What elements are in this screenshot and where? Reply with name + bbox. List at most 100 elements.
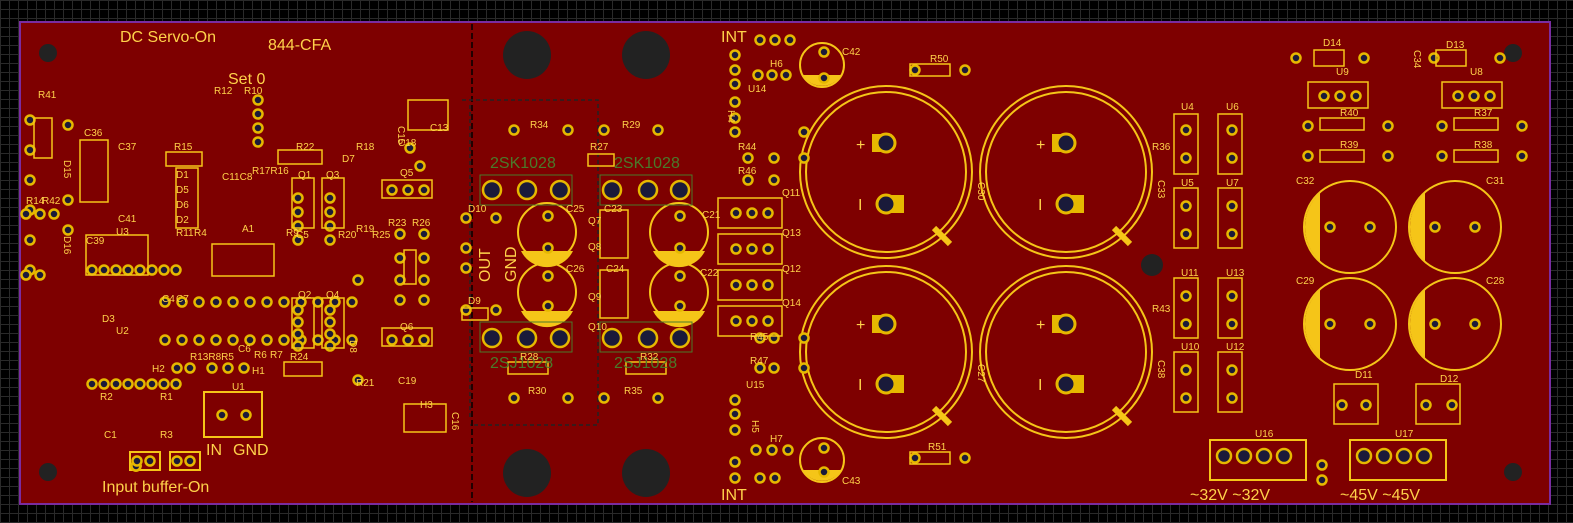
pad xyxy=(729,126,741,138)
refdes-d12: D12 xyxy=(1440,374,1459,385)
pad xyxy=(762,315,774,327)
pad xyxy=(766,444,778,456)
pad xyxy=(674,300,686,312)
pad xyxy=(278,334,290,346)
pad xyxy=(170,264,182,276)
gnd-label: GND xyxy=(233,442,269,459)
pad xyxy=(193,334,205,346)
pad xyxy=(418,228,430,240)
refdes-h4: H4 xyxy=(725,110,736,123)
refdes-r26: R26 xyxy=(412,218,431,229)
filter-cap-marks xyxy=(931,225,1133,427)
refdes-r10: R10 xyxy=(244,86,263,97)
refdes-c11c8: C11C8 xyxy=(222,172,253,183)
pad xyxy=(729,424,741,436)
pad xyxy=(1324,318,1336,330)
refdes-c5: C5 xyxy=(296,230,309,241)
refdes-r47: R47 xyxy=(750,356,769,367)
refdes-h6: H6 xyxy=(770,59,783,70)
pad xyxy=(227,296,239,308)
pad xyxy=(324,304,336,316)
part-outline xyxy=(1173,277,1199,339)
input-buffer-label: Input buffer-On xyxy=(102,479,209,496)
part-outline xyxy=(909,63,951,77)
refdes-r11: R11 xyxy=(176,228,194,239)
pad xyxy=(86,264,98,276)
pad xyxy=(394,274,406,286)
pad xyxy=(1180,290,1192,302)
refdes-c6: C6 xyxy=(238,344,251,355)
part-outline xyxy=(1333,383,1379,425)
pad xyxy=(481,179,503,201)
pad xyxy=(669,327,691,349)
pad xyxy=(1364,318,1376,330)
refdes-h5: H5 xyxy=(749,420,760,433)
part-outline xyxy=(175,167,199,229)
refdes-q9: Q9 xyxy=(588,292,602,303)
refdes-d5: D5 xyxy=(176,185,189,196)
refdes-q8: Q8 xyxy=(588,242,602,253)
svg-text:I: I xyxy=(1038,197,1042,214)
pad xyxy=(176,334,188,346)
pad xyxy=(762,207,774,219)
refdes-u11: U11 xyxy=(1181,268,1199,279)
pad xyxy=(1334,90,1346,102)
pad xyxy=(312,334,324,346)
refdes-u2: U2 xyxy=(116,326,129,337)
pad xyxy=(414,160,426,172)
refdes-c24: C24 xyxy=(606,264,625,275)
pad xyxy=(210,296,222,308)
refdes-u15: U15 xyxy=(746,380,765,391)
part-outline xyxy=(407,99,449,131)
part-outline xyxy=(1173,187,1199,249)
refdes-r1: R1 xyxy=(160,392,173,403)
pad xyxy=(729,49,741,61)
pad xyxy=(1226,228,1238,240)
pad xyxy=(62,194,74,206)
pad xyxy=(637,179,659,201)
pad xyxy=(562,124,574,136)
pad xyxy=(768,362,780,374)
pad xyxy=(278,296,290,308)
pad xyxy=(1180,364,1192,376)
pad xyxy=(98,264,110,276)
pad xyxy=(394,294,406,306)
pad xyxy=(798,332,810,344)
refdes-d9: D9 xyxy=(468,296,481,307)
pad xyxy=(729,394,741,406)
refdes-c27: C27 xyxy=(975,364,986,383)
refdes-r24: R24 xyxy=(290,352,309,363)
pad xyxy=(261,296,273,308)
pad xyxy=(818,466,830,478)
refdes-q1: Q1 xyxy=(298,170,312,181)
part-outline xyxy=(461,307,489,321)
refdes-q5: Q5 xyxy=(400,168,414,179)
pad xyxy=(1516,120,1528,132)
part-outline xyxy=(283,361,323,377)
pad xyxy=(62,224,74,236)
refdes-c30: C30 xyxy=(975,182,986,201)
pad xyxy=(292,234,304,246)
pad xyxy=(742,174,754,186)
pad xyxy=(24,144,36,156)
pad xyxy=(637,327,659,349)
refdes-u8: U8 xyxy=(1470,67,1483,78)
pad xyxy=(1382,120,1394,132)
part-outline xyxy=(1217,351,1243,413)
pad xyxy=(312,296,324,308)
pad xyxy=(1226,290,1238,302)
pad xyxy=(1316,459,1328,471)
pad xyxy=(1429,221,1441,233)
pad xyxy=(1436,120,1448,132)
refdes-u5: U5 xyxy=(1181,178,1194,189)
pad xyxy=(1275,447,1293,465)
refdes-c22: C22 xyxy=(700,268,719,279)
pad xyxy=(24,234,36,246)
part-outline xyxy=(1173,113,1199,175)
pad xyxy=(352,374,364,386)
pad xyxy=(346,334,358,346)
refdes-r29: R29 xyxy=(622,120,641,131)
refdes-r7: R7 xyxy=(270,350,283,361)
